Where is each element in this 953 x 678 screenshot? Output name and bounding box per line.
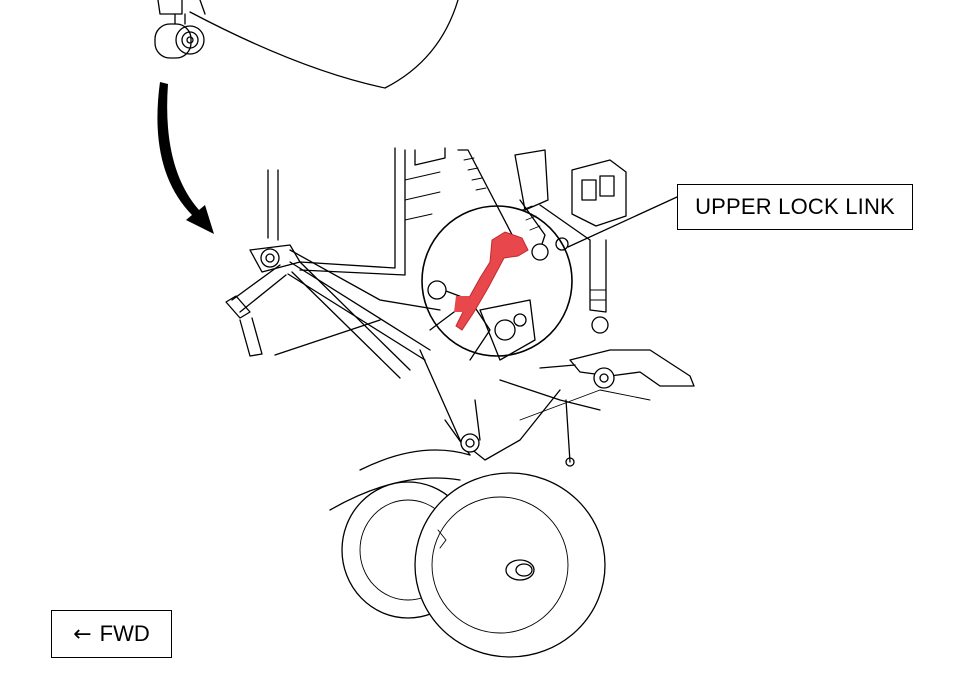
lock-mechanism [427,149,569,361]
torque-link-bracket [539,349,695,389]
detail-circle [421,205,573,357]
main-wheels [329,449,606,658]
forward-direction-indicator: ← FWD [51,610,172,658]
upper-lock-link-text: UPPER LOCK LINK [695,194,895,219]
fwd-label: FWD [99,621,150,646]
drag-brace [225,244,431,379]
upper-lock-link-label: UPPER LOCK LINK [677,184,913,230]
detail-fitting [154,13,205,59]
fuselage-outline [157,0,459,89]
side-brace-actuator [514,149,627,334]
upper-lock-link-highlight [454,231,529,331]
callout-leader [567,196,678,248]
view-direction-arrow [157,82,214,234]
shock-strut [419,349,651,467]
wheel-well-structure [267,147,471,356]
left-arrow-icon: ← [73,621,92,647]
